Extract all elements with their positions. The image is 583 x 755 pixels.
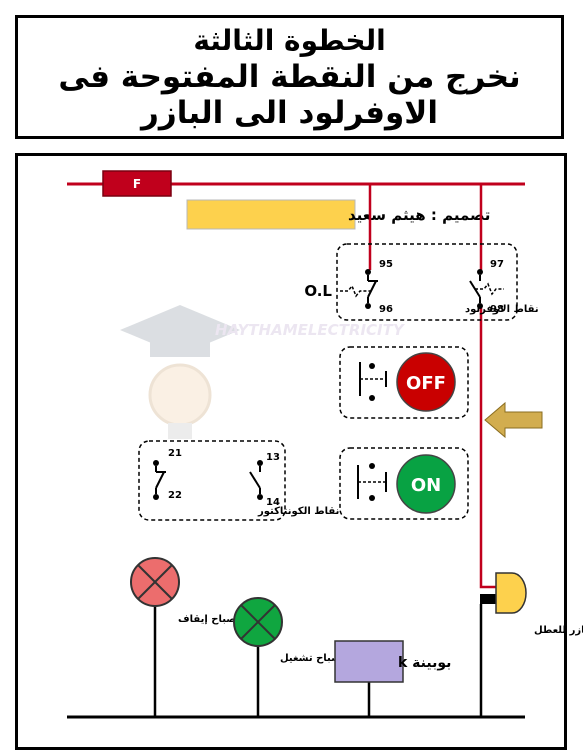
on-button[interactable] [396, 454, 456, 514]
buzzer-base [480, 594, 496, 604]
overload-contacts-box [336, 243, 518, 321]
terminal-96: 96 [379, 304, 393, 315]
start-pushbutton-symbol [357, 463, 387, 501]
graduation-bulb-icon [120, 305, 240, 439]
designer-label: تصميم : هيثم سعيد [348, 206, 490, 224]
contactor-contacts-box [138, 440, 286, 521]
stop-pushbutton-symbol [359, 362, 387, 401]
fuse-label: F [133, 177, 141, 191]
terminal-13: 13 [266, 452, 280, 463]
fuse-symbol [102, 170, 172, 197]
contactor-no-contact [249, 460, 263, 500]
title-line-3: الاوفرلود الى البازر [141, 95, 439, 131]
terminal-95: 95 [379, 259, 393, 270]
title-line-2: نخرج من النقطة المفتوحة فى [58, 59, 521, 95]
diagram-frame [15, 153, 567, 750]
wire-98-to-buzzer [479, 307, 496, 589]
stop-lamp-cross [137, 564, 173, 600]
watermark: HAYTHAMELECTRICITY [120, 305, 406, 439]
terminal-98: 98 [490, 304, 504, 315]
contactor-nc-contact [153, 460, 166, 500]
terminal-97: 97 [490, 259, 504, 270]
coil-label: بوبينة k [398, 655, 451, 671]
terminal-21: 21 [168, 448, 182, 459]
off-button-box [339, 346, 469, 419]
on-button-label: ON [411, 475, 441, 496]
title-line-1: الخطوة الثالثة [193, 24, 386, 57]
run-lamp-cross [240, 604, 276, 640]
terminal-22: 22 [168, 490, 182, 501]
on-button-box [339, 447, 469, 520]
overload-nc-contact [340, 269, 378, 309]
buzzer-label: بازر للعطل [534, 625, 583, 636]
buzzer-icon [495, 572, 527, 614]
overload-prefix: O.L [304, 282, 332, 300]
title-box: الخطوة الثالثة نخرج من النقطة المفتوحة ف… [15, 15, 564, 139]
designer-badge [186, 199, 356, 230]
coil-k [334, 640, 404, 683]
off-button-label: OFF [406, 373, 446, 394]
terminal-14: 14 [266, 497, 280, 508]
stop-lamp-label: مصباح إيقاف [178, 614, 242, 625]
watermark-text: HAYTHAMELECTRICITY [215, 321, 406, 339]
off-button[interactable] [396, 352, 456, 412]
overload-no-contact [469, 269, 504, 309]
overload-label: نقاط الاوفرلود [465, 304, 539, 315]
run-lamp-label: مصباح تشغيل [280, 653, 347, 664]
left-arrow-icon [484, 401, 543, 439]
contactor-label: نقاط الكونتاكتور [257, 506, 339, 517]
